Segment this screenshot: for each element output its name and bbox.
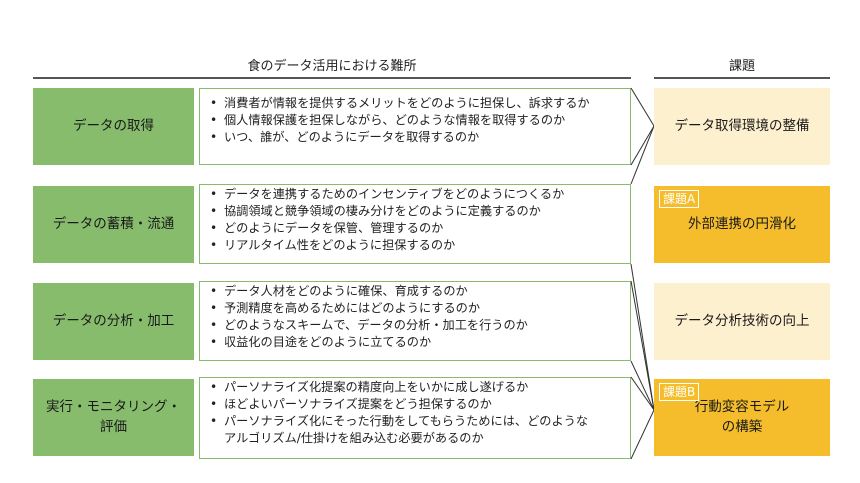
header-issues: 課題: [728, 59, 755, 74]
issue-label: 外部連携の円滑化: [688, 215, 796, 232]
category-label: データの分析・加工: [52, 312, 175, 329]
detail-item: 個人情報保護を担保しながら、どのような情報を取得するのか: [208, 112, 624, 129]
issue-label: データ取得環境の整備: [674, 117, 810, 134]
category-data-analysis-processing: データの分析・加工: [33, 283, 194, 360]
details-data-acquisition: 消費者が情報を提供するメリットをどのように担保し、訴求するか 個人情報保護を担保…: [199, 88, 631, 165]
detail-item: いつ、誰が、どのようにデータを取得するのか: [208, 129, 624, 146]
category-label: データの取得: [73, 117, 154, 134]
category-label: データの蓄積・流通: [52, 215, 175, 232]
connector-analysis-bottom: [630, 360, 655, 411]
detail-item: パーソナライズ化提案の精度向上をいかに成し遂げるか: [208, 379, 624, 396]
category-data-storage-distribution: データの蓄積・流通: [33, 186, 194, 263]
detail-item: データ人材をどのように確保、育成するのか: [208, 283, 624, 300]
detail-item: どのようにデータを保管、管理するのか: [208, 220, 624, 237]
detail-item-continuation: アルゴリズム/仕掛けを組み込む必要があるのか: [224, 431, 484, 445]
issue-external-integration: 課題A 外部連携の円滑化: [654, 186, 830, 263]
details-data-storage-distribution: データを連携するためのインセンティブをどのようにつくるか 協調領域と競争領域の棲…: [199, 184, 631, 264]
detail-item: ほどよいパーソナライズ提案をどう担保するのか: [208, 396, 624, 413]
detail-item: パーソナライズ化にそった行動をしてもらうためには、どのような: [208, 413, 624, 430]
issue-label: データ分析技術の向上: [674, 312, 810, 329]
header-difficulties-underline: [33, 77, 631, 79]
issue-tag-a: 課題A: [659, 190, 700, 208]
header-difficulties: 食のデータ活用における難所: [247, 59, 417, 74]
connector-storage-top: [630, 125, 655, 185]
detail-item: リアルタイム性をどのように担保するのか: [208, 237, 624, 254]
issue-behavior-change-model: 課題B 行動変容モデル の構築: [654, 379, 830, 456]
issue-tag-b: 課題B: [659, 383, 700, 401]
issue-label: 行動変容モデル の構築: [694, 398, 790, 435]
header-issues-underline: [654, 77, 830, 79]
connector-acq-bottom: [630, 125, 655, 166]
category-data-acquisition: データの取得: [33, 88, 194, 165]
detail-item: データを連携するためのインセンティブをどのようにつくるか: [208, 186, 624, 203]
connector-analysis-top: [630, 280, 655, 411]
detail-item: 協調領域と競争領域の棲み分けをどのように定義するのか: [208, 203, 624, 220]
issue-data-analysis-technology: データ分析技術の向上: [654, 283, 830, 360]
connector-exec-top: [630, 376, 655, 411]
detail-item: どのようなスキームで、データの分析・加工を行うのか: [208, 317, 624, 334]
category-label: 実行・モニタリング・ 評価: [46, 398, 181, 435]
details-execution-monitoring: パーソナライズ化提案の精度向上をいかに成し遂げるか ほどよいパーソナライズ提案を…: [199, 377, 631, 459]
category-execution-monitoring: 実行・モニタリング・ 評価: [33, 379, 194, 456]
connector-exec-bottom: [630, 409, 655, 460]
connector-acq-top: [630, 87, 655, 127]
detail-item: 予測精度を高めるためにはどのようにするのか: [208, 300, 624, 317]
issue-data-acquisition-environment: データ取得環境の整備: [654, 88, 830, 165]
detail-item: 消費者が情報を提供するメリットをどのように担保し、訴求するか: [208, 95, 624, 112]
detail-item: 収益化の目途をどのように立てるのか: [208, 334, 624, 351]
details-data-analysis-processing: データ人材をどのように確保、育成するのか 予測精度を高めるためにはどのようにする…: [199, 281, 631, 361]
